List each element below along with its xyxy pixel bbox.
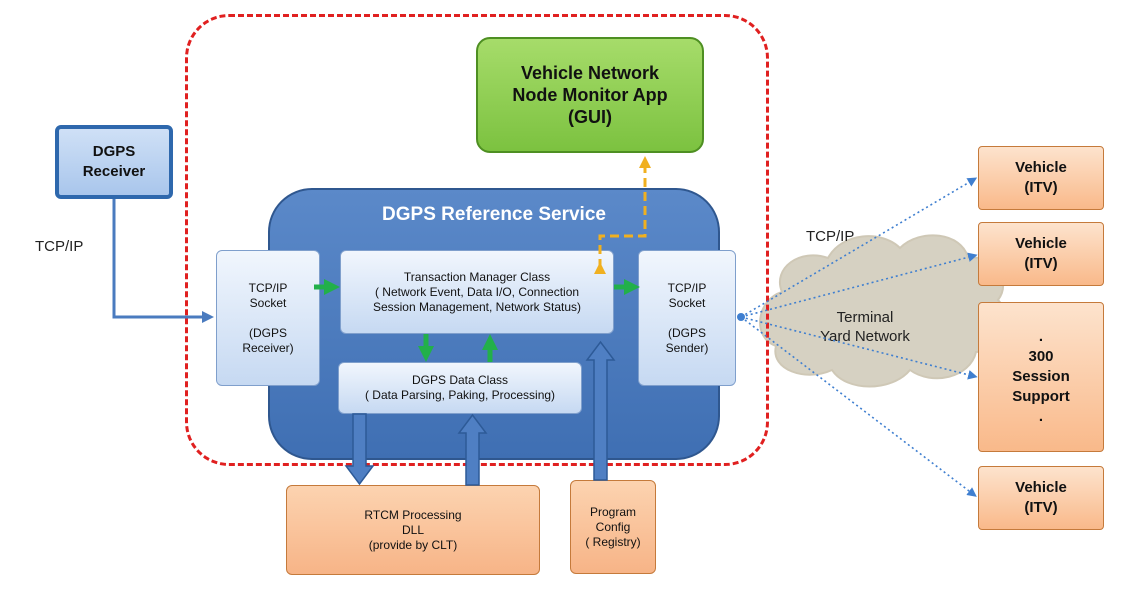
vehicle-line: (ITV) [1024, 179, 1058, 196]
left-socket-line [266, 311, 269, 326]
rtcm-dll-line: (provide by CLT) [368, 537, 458, 552]
right-socket-line: Socket [668, 295, 706, 310]
left-socket-line: (DGPS [248, 325, 287, 340]
data-class-node[interactable]: DGPS Data Class ( Data Parsing, Paking, … [338, 362, 582, 414]
vehicle-node[interactable]: Vehicle (ITV) [978, 466, 1104, 530]
vehicle-node[interactable]: Vehicle (ITV) [978, 146, 1104, 210]
right-socket-line [685, 311, 688, 326]
monitor-app-line: (GUI) [568, 107, 612, 127]
vehicle-line: Vehicle [1015, 159, 1067, 176]
rtcm-dll-line: RTCM Processing [364, 507, 462, 522]
program-config-node[interactable]: Program Config ( Registry) [570, 480, 656, 574]
right-socket-node[interactable]: TCP/IP Socket (DGPS Sender) [638, 250, 736, 386]
program-config-line: ( Registry) [585, 534, 641, 549]
data-class-line: ( Data Parsing, Paking, Processing) [364, 388, 556, 402]
transaction-manager-line: Transaction Manager Class [403, 269, 551, 284]
cloud-label-line: Yard Network [820, 328, 910, 345]
dgps-receiver-line: Receiver [82, 163, 146, 180]
right-socket-line: Sender) [665, 340, 709, 355]
left-socket-node[interactable]: TCP/IP Socket (DGPS Receiver) [216, 250, 320, 386]
session-support-line: . [1038, 408, 1044, 425]
rtcm-dll-node[interactable]: RTCM Processing DLL (provide by CLT) [286, 485, 540, 575]
vehicle-line: Vehicle [1015, 479, 1067, 496]
session-support-line: Support [1012, 388, 1070, 405]
monitor-app-line: Node Monitor App [512, 85, 668, 105]
left-socket-line: TCP/IP [248, 280, 288, 295]
right-socket-line: TCP/IP [667, 280, 707, 295]
left-socket-line: Receiver) [242, 340, 294, 355]
program-config-line: Program [589, 504, 636, 519]
vehicle-line: Vehicle [1015, 235, 1067, 252]
data-class-line: DGPS Data Class [411, 373, 509, 387]
session-support-line: 300 [1028, 348, 1054, 365]
dgps-receiver-line: DGPS [92, 143, 136, 160]
cloud-label-line: Terminal [836, 309, 894, 326]
tcpip-right-label: TCP/IP [806, 228, 855, 245]
vehicle-line: (ITV) [1024, 255, 1058, 272]
program-config-line: Config [595, 519, 631, 534]
session-support-line: Session [1012, 368, 1070, 385]
monitor-app-node[interactable]: Vehicle Network Node Monitor App (GUI) [476, 37, 704, 153]
rtcm-dll-line: DLL [401, 522, 424, 537]
dgps-receiver-node[interactable]: DGPS Receiver [55, 125, 173, 199]
vehicle-line: (ITV) [1024, 499, 1058, 516]
transaction-manager-line: ( Network Event, Data I/O, Connection [374, 284, 580, 299]
service-title: DGPS Reference Service [382, 204, 606, 225]
session-support-node[interactable]: . 300 Session Support . [978, 302, 1104, 452]
right-socket-line: (DGPS [667, 325, 706, 340]
session-support-line: . [1038, 328, 1044, 345]
transaction-manager-line: Session Management, Network Status) [372, 299, 582, 314]
cloud-label: Terminal Yard Network [790, 308, 940, 346]
transaction-manager-node[interactable]: Transaction Manager Class ( Network Even… [340, 250, 614, 334]
monitor-app-line: Vehicle Network [520, 63, 660, 83]
tcpip-left-label: TCP/IP [35, 238, 84, 255]
vehicle-node[interactable]: Vehicle (ITV) [978, 222, 1104, 286]
left-socket-line: Socket [249, 295, 287, 310]
